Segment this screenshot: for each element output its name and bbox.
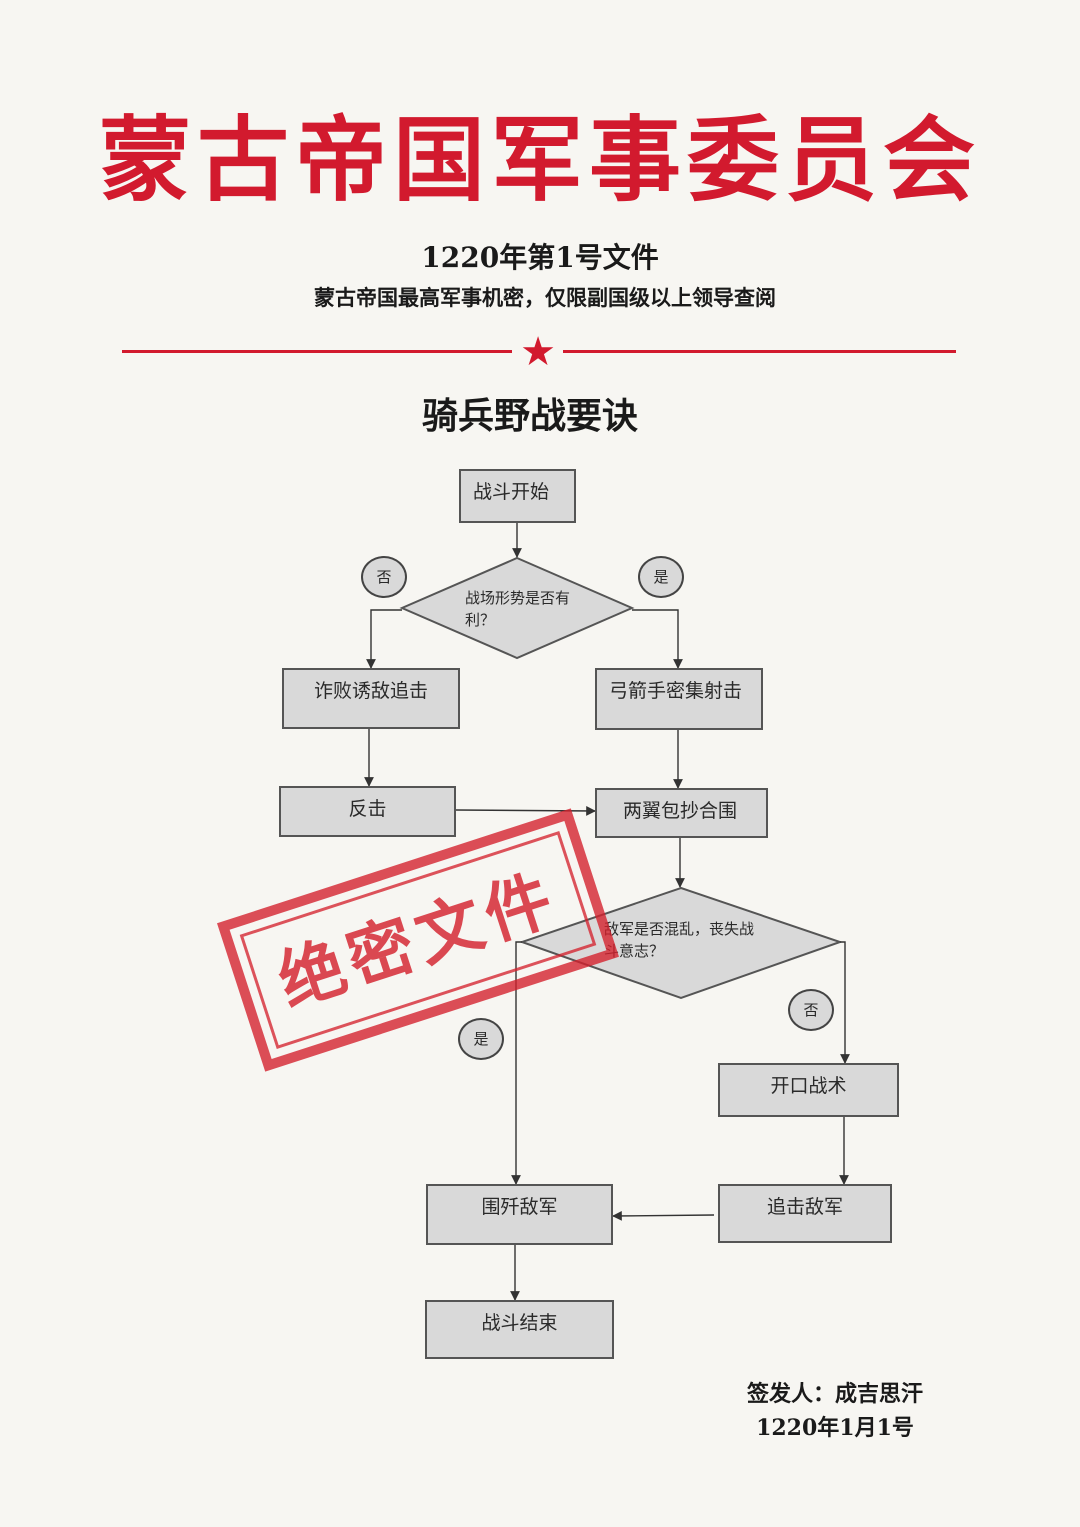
arrow-decision1-no	[366, 609, 402, 669]
signing-date: 1220年1月1号	[756, 1415, 914, 1441]
flow-step-feint-retreat: 诈败诱敌追击	[282, 668, 460, 729]
signer: 签发人：成吉思汗	[746, 1381, 923, 1407]
decision-2-yes-label: 是	[458, 1018, 504, 1060]
arrow-decision2-yes	[511, 941, 522, 1185]
decision-diamond-1	[399, 556, 635, 660]
flow-step-start: 战斗开始	[459, 469, 576, 523]
decision-diamond-2	[518, 886, 844, 1000]
arrow-pursue-to-annihilate	[612, 1211, 715, 1221]
arrow-counter-to-pincer	[455, 806, 596, 816]
org-name: 蒙古帝国军事委员会	[98, 106, 981, 214]
decision-1-yes-label: 是	[638, 556, 684, 598]
flow-step-end: 战斗结束	[425, 1300, 614, 1359]
flow-step-open-gap: 开口战术	[718, 1063, 899, 1117]
decision-1-label: 战场形势是否有利？	[465, 589, 571, 629]
flow-step-pursue: 追击敌军	[718, 1184, 892, 1243]
flow-step-counterattack: 反击	[279, 786, 456, 837]
divider-line-left	[122, 350, 512, 353]
classification-notice: 蒙古帝国最高军事机密，仅限副国级以上领导查阅	[314, 285, 776, 310]
star-icon: ★	[520, 329, 556, 375]
decision-2-no-label: 否	[788, 989, 834, 1031]
document-title: 骑兵野战要诀	[421, 395, 638, 437]
flow-step-annihilate: 围歼敌军	[426, 1184, 613, 1245]
document-number: 1220年第1号文件	[421, 241, 659, 274]
flow-step-pincer: 两翼包抄合围	[595, 788, 768, 838]
arrow-decision1-yes	[632, 609, 683, 669]
arrow-decision2-no	[840, 941, 850, 1064]
divider-line-right	[563, 350, 956, 353]
decision-1-no-label: 否	[361, 556, 407, 598]
decision-2-label: 敌军是否混乱，丧失战斗意志？	[604, 920, 755, 960]
flow-step-archers: 弓箭手密集射击	[595, 668, 763, 730]
